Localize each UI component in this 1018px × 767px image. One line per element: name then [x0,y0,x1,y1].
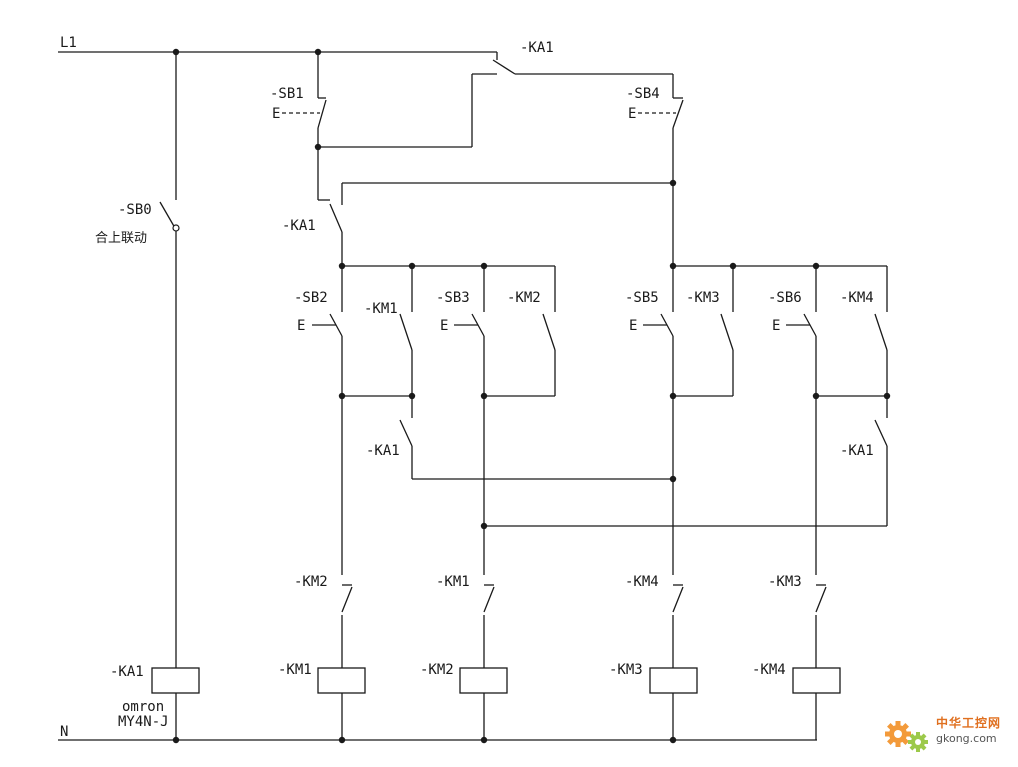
ka1-mid-right-label: -KA1 [840,443,874,459]
relay-maker: omron [122,699,164,715]
l1-label: L1 [60,35,77,51]
km4-hold-label: -KM4 [840,290,874,306]
km1-hold-label: -KM1 [364,301,398,317]
km1-interlock-label: -KM1 [436,574,470,590]
km3-coil [649,667,698,694]
sb0-caption: 合上联动 [95,231,147,246]
ka1-left-contact [329,203,343,233]
km3-hold-contact [720,313,734,351]
sb4-contact [672,99,684,129]
gear-logo-icon [885,721,928,752]
km3-coil-label: -KM3 [609,662,643,678]
sb3-e-mark: E [440,318,448,334]
n-label: N [60,724,68,740]
km2-hold-contact [542,313,556,351]
km4-coil [792,667,841,694]
sb1-e-mark: E [272,106,280,122]
wiring [58,51,888,741]
ka1-mid-left-label: -KA1 [366,443,400,459]
junctions [172,48,891,744]
sb0-label: -SB0 [118,202,152,218]
km4-coil-label: -KM4 [752,662,786,678]
km2-coil-label: -KM2 [420,662,454,678]
ka1-left-label: -KA1 [282,218,316,234]
labels: L1 N -KA1 -SB1 E -SB4 E -KA1 -SB0 合上联动 -… [60,35,874,740]
relay-model: MY4N-J [118,714,169,730]
watermark: 中华工控网 gkong.com [880,712,1010,758]
km4-interlock-label: -KM4 [625,574,659,590]
ka1-top-label: -KA1 [520,40,554,56]
watermark-name: 中华工控网 [936,716,1002,730]
sb4-e-mark: E [628,106,636,122]
sb2-e-mark: E [297,318,305,334]
km3-interlock-label: -KM3 [768,574,802,590]
km2-interlock-label: -KM2 [294,574,328,590]
sb4-label: -SB4 [626,86,660,102]
ka1-coil-label: -KA1 [110,664,144,680]
km4-hold-contact [874,313,888,351]
km1-coil [317,667,366,694]
sb5-e-mark: E [629,318,637,334]
km3-hold-label: -KM3 [686,290,720,306]
sb5-label: -SB5 [625,290,659,306]
watermark-site: gkong.com [936,732,997,745]
interlock-contacts [336,575,827,615]
km1-coil-label: -KM1 [278,662,312,678]
sb2-label: -SB2 [294,290,328,306]
ka1-mid-left-contact [399,419,413,447]
sb3-label: -SB3 [436,290,470,306]
sb6-label: -SB6 [768,290,802,306]
km2-coil [459,667,508,694]
sb1-label: -SB1 [270,86,304,102]
ka1-coil [151,667,200,694]
sb0-contact [159,201,176,229]
ka1-mid-right-contact [874,419,888,447]
ka1-top-contact [492,59,516,75]
sb1-contact [317,99,327,129]
km2-hold-label: -KM2 [507,290,541,306]
sb6-e-mark: E [772,318,780,334]
km1-hold-contact [399,313,413,351]
sb0-latch-icon [172,224,180,232]
